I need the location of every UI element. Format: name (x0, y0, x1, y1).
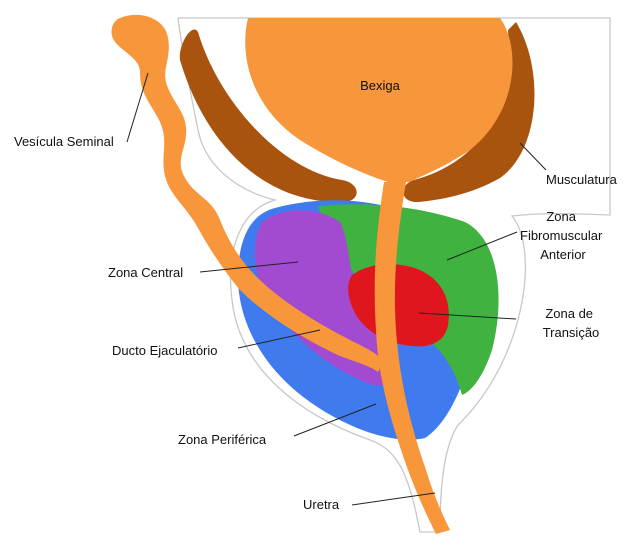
label-bladder: Bexiga (360, 78, 401, 93)
label-transition-line-1: Zona de (545, 306, 593, 321)
label-ejaculatory-duct: Ducto Ejaculatório (112, 343, 218, 358)
label-transition-zone: Zona de Transição (543, 306, 600, 340)
label-central-zone: Zona Central (108, 265, 183, 280)
label-fibromuscular-zone: Zona Fibromuscular Anterior (520, 209, 606, 262)
label-fibromuscular-line-3: Anterior (540, 247, 586, 262)
label-urethra: Uretra (303, 497, 340, 512)
leader-musculature (520, 143, 546, 170)
leader-seminal-vesicle (127, 73, 148, 142)
label-seminal-vesicle: Vesícula Seminal (14, 134, 114, 149)
label-fibromuscular-line-2: Fibromuscular (520, 228, 603, 243)
label-transition-line-2: Transição (543, 325, 600, 340)
label-peripheral-zone: Zona Periférica (178, 432, 267, 447)
label-fibromuscular-line-1: Zona (546, 209, 576, 224)
label-musculature: Musculatura (546, 172, 618, 187)
